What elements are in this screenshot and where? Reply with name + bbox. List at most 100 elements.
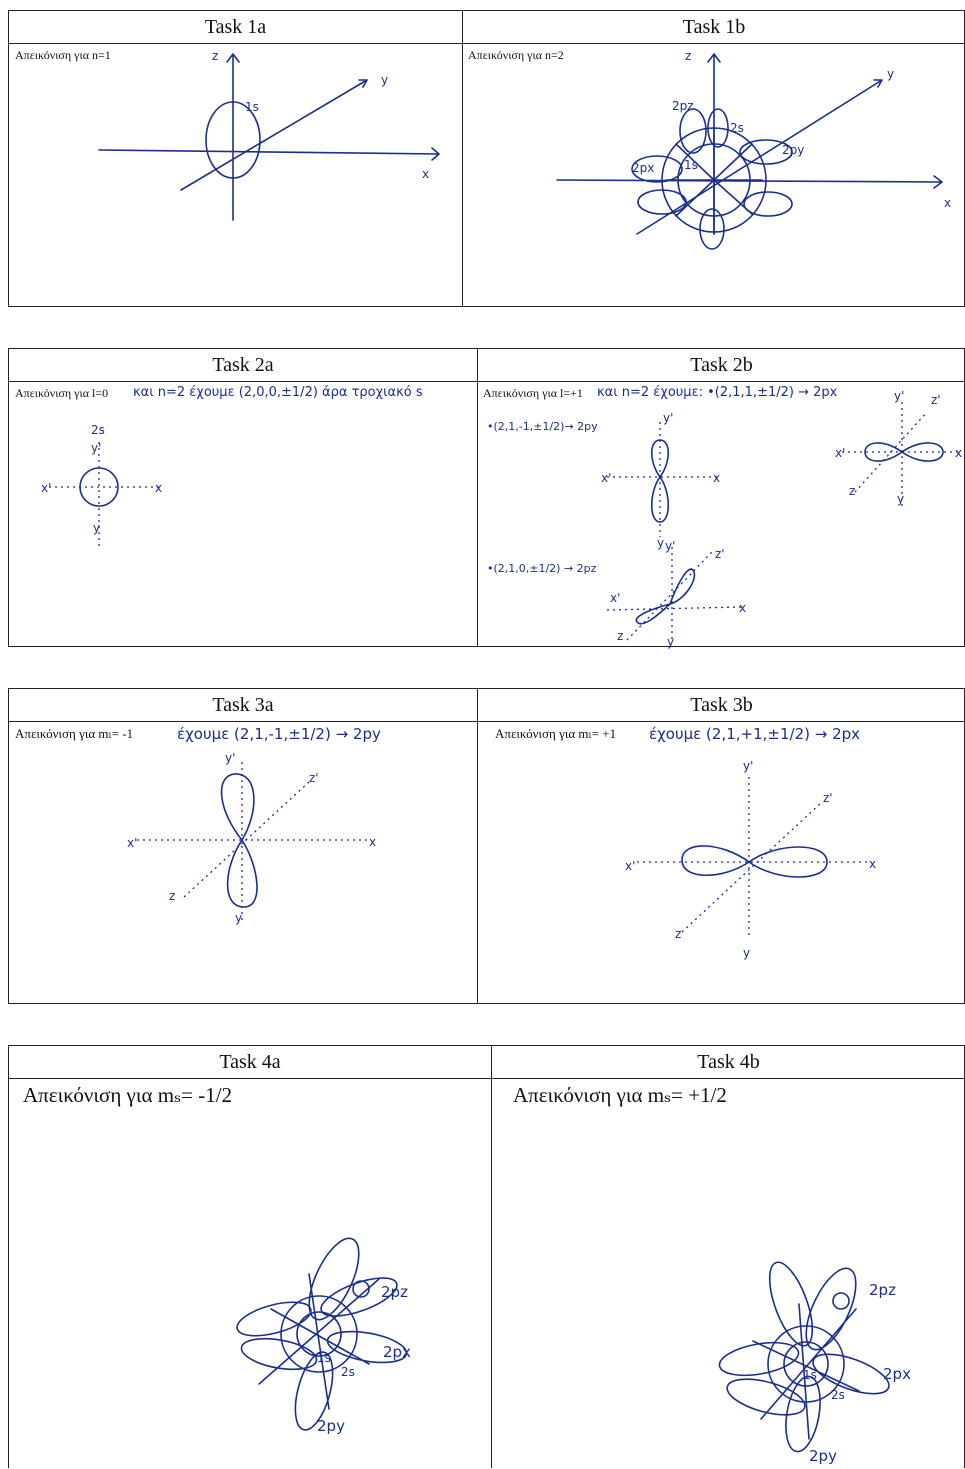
z-prime-label: z'	[931, 393, 941, 407]
orbital-2pz-label: 2pz	[672, 99, 694, 113]
task-1b-label: Απεικόνιση για n=2	[468, 48, 564, 62]
task-2b-label: Απεικόνιση για l=+1	[483, 386, 583, 400]
task-1a-cell: Απεικόνιση για n=1 z y x 1s	[9, 44, 462, 306]
task-4a-header: Task 4a	[9, 1046, 491, 1079]
orbital-2px-label: 2px	[883, 1365, 911, 1383]
task-2b-header: Task 2b	[477, 349, 965, 382]
z-axis-label: z	[169, 889, 175, 903]
orbital-2py-label: 2py	[317, 1417, 345, 1435]
task-3a-cell: Απεικόνιση για mₗ= -1 έχουμε (2,1,-1,±1/…	[9, 722, 477, 1003]
orbital-1s-label: 1s	[684, 158, 698, 172]
x-prime-label: x'	[625, 859, 635, 873]
orbital-2px-label: 2px	[632, 161, 654, 175]
z-axis-label: z	[617, 629, 623, 643]
x-prime-label: x'	[127, 836, 137, 850]
task-3a-sketch: y' z' x' x z y	[127, 751, 376, 925]
task-1a-header: Task 1a	[9, 11, 462, 44]
task-3a-header: Task 3a	[9, 689, 477, 722]
y-axis-label: y	[93, 521, 100, 535]
y-prime-label: y'	[663, 411, 673, 425]
x-prime-label: x'	[601, 471, 611, 485]
task-3-table: Task 3a Task 3b Απεικόνιση για mₗ= -1 έχ…	[8, 688, 965, 1004]
task-2b-annotation: και n=2 έχουμε: •(2,1,1,±1/2) → 2px	[597, 385, 838, 400]
task-3b-label: Απεικόνιση για mₗ= +1	[495, 726, 617, 741]
orbital-2s-label: 2s	[91, 423, 105, 437]
orbital-2px-label: 2px	[383, 1343, 411, 1361]
task-2b-cell: Απεικόνιση για l=+1 και n=2 έχουμε: •(2,…	[477, 382, 965, 649]
task-4b-sketch: 2pz 2px 2py 1s 2s	[718, 1261, 911, 1465]
task-4b-label: Απεικόνιση για mₛ= +1/2	[513, 1083, 727, 1107]
orbital-2s-label: 2s	[831, 1388, 845, 1402]
task-4a-label: Απεικόνιση για mₛ= -1/2	[23, 1083, 233, 1107]
orbital-2py-label: 2py	[809, 1447, 837, 1465]
z-prime-label: z'	[715, 547, 725, 561]
task-2a-sketch: 2s y' x' x y	[41, 423, 162, 547]
x-prime-label: x'	[610, 591, 620, 605]
z-axis-label: z	[849, 484, 855, 498]
task-4a-cell: Απεικόνιση για mₛ= -1/2 2pz 2px 2py 1s 2…	[9, 1079, 491, 1468]
y-axis-label: y	[743, 946, 750, 960]
column-divider	[491, 1046, 492, 1468]
y-axis-label: y	[381, 73, 388, 87]
task-3a-label: Απεικόνιση για mₗ= -1	[15, 726, 134, 741]
task-2a-annotation: και n=2 έχουμε (2,0,0,±1/2) άρα τροχιακό…	[133, 385, 423, 400]
x-axis-label: x	[422, 167, 429, 181]
task-2b-sketch: y' x' x y y' z' x' x z y y' z' x' x z y	[601, 389, 962, 649]
x-axis-label: x	[955, 446, 962, 460]
task-1a-sketch: z y x 1s	[98, 49, 440, 221]
orbital-1s-label: 1s	[245, 100, 259, 114]
task-3b-annotation: έχουμε (2,1,+1,±1/2) → 2px	[649, 725, 861, 743]
task-3a-annotation: έχουμε (2,1,-1,±1/2) → 2py	[177, 725, 381, 743]
y-prime-label: y'	[225, 751, 235, 765]
y-axis-label: y	[897, 492, 904, 506]
y-prime-label: y'	[91, 441, 101, 455]
z-axis-label: z	[685, 49, 691, 63]
orbital-1s-label: 1s	[803, 1368, 817, 1382]
x-axis-label: x	[155, 481, 162, 495]
orbital-2s-label: 2s	[730, 121, 744, 135]
orbital-1s-label: 1s	[317, 1351, 331, 1365]
task-2b-pz-line: •(2,1,0,±1/2) → 2pz	[487, 562, 597, 575]
task-2a-header: Task 2a	[9, 349, 477, 382]
task-4-table: Task 4a Task 4b Απεικόνιση για mₛ= -1/2 …	[8, 1045, 965, 1468]
x-axis-label: x	[713, 471, 720, 485]
x-axis-label: x	[944, 196, 951, 210]
z-prime-label: z'	[309, 771, 319, 785]
task-4a-sketch: 2pz 2px 2py 1s 2s	[236, 1237, 411, 1435]
orbital-2s-label: 2s	[341, 1365, 355, 1379]
task-1a-label: Απεικόνιση για n=1	[15, 48, 111, 62]
task-2a-cell: Απεικόνιση για l=0 και n=2 έχουμε (2,0,0…	[9, 382, 477, 646]
y-axis-label: y	[887, 67, 894, 81]
column-divider	[477, 689, 478, 1003]
task-1b-cell: Απεικόνιση για n=2 z y x 2pz 2s 2py 2px …	[462, 44, 965, 306]
x-prime-label: x'	[41, 481, 51, 495]
y-prime-label: y'	[665, 539, 675, 553]
task-3b-cell: Απεικόνιση για mₗ= +1 έχουμε (2,1,+1,±1/…	[477, 722, 965, 1003]
task-2-table: Task 2a Task 2b Απεικόνιση για l=0 και n…	[8, 348, 965, 649]
task-2a-label: Απεικόνιση για l=0	[15, 386, 109, 400]
task-2b-py-line: •(2,1,-1,±1/2)→ 2py	[487, 420, 598, 433]
column-divider	[477, 349, 478, 646]
task-1b-sketch: z y x 2pz 2s 2py 2px 1s	[556, 49, 951, 250]
y-prime-label: y'	[894, 389, 904, 403]
y-axis-label: y	[235, 911, 242, 925]
task-4b-cell: Απεικόνιση για mₛ= +1/2 2pz 2px 2py 1s 2…	[491, 1079, 965, 1468]
y-prime-label: y'	[743, 759, 753, 773]
x-axis-label: x	[369, 835, 376, 849]
z-axis-label: z	[212, 49, 218, 63]
task-3b-sketch: y' z' x' x z y	[625, 759, 876, 960]
task-1b-header: Task 1b	[462, 11, 965, 44]
task-4b-header: Task 4b	[491, 1046, 965, 1079]
column-divider	[462, 11, 463, 306]
task-1-table: Task 1a Task 1b Απεικόνιση για n=1 z y x…	[8, 10, 965, 307]
x-axis-label: x	[869, 857, 876, 871]
z-axis-label: z	[675, 927, 681, 941]
orbital-2py-label: 2py	[782, 143, 804, 157]
orbital-2pz-label: 2pz	[869, 1281, 896, 1299]
orbital-2pz-label: 2pz	[381, 1283, 408, 1301]
z-prime-label: z'	[823, 791, 833, 805]
x-axis-label: x	[739, 601, 746, 615]
x-prime-label: x'	[835, 446, 845, 460]
task-3b-header: Task 3b	[477, 689, 965, 722]
y-axis-label: y	[657, 536, 664, 550]
